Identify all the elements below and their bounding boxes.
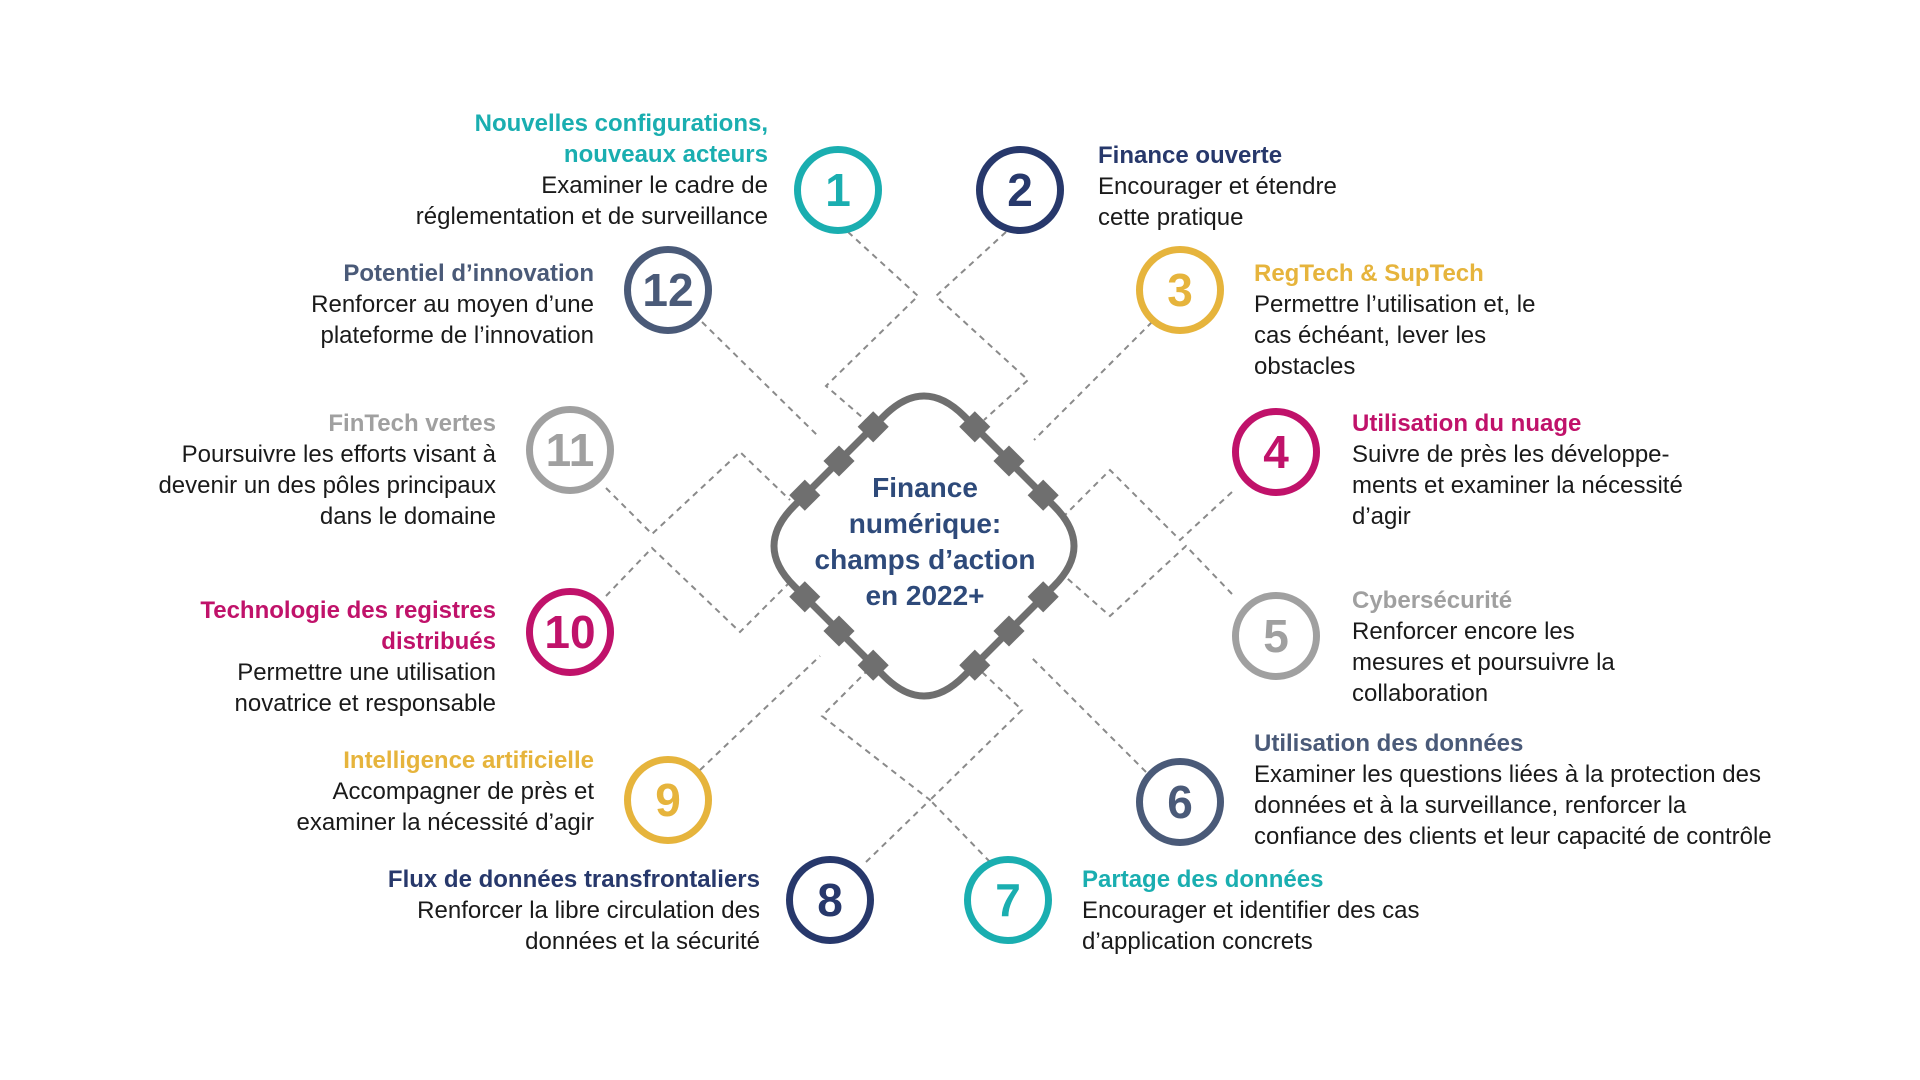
node-description: Renforcer encore les (1352, 618, 1575, 645)
node-number-circle-6: 6 (1136, 758, 1224, 846)
node-title: Utilisation du nuage (1352, 410, 1582, 437)
center-label-line: en 2022+ (865, 580, 985, 611)
node-description: devenir un des pôles principaux (158, 472, 496, 499)
node-description: mesures et poursuivre la (1352, 649, 1615, 676)
node-title: distribués (381, 628, 496, 655)
node-description: Permettre l’utilisation et, le (1254, 291, 1536, 318)
node-number-circle-12: 12 (624, 246, 712, 334)
hub-pin-6 (1027, 479, 1059, 511)
node-description: novatrice et responsable (234, 690, 497, 717)
node-number-circle-9: 9 (624, 756, 712, 844)
connector-line-10 (605, 546, 791, 634)
hub-pin-4 (959, 411, 991, 443)
node-description: ments et examiner la nécessité (1352, 472, 1683, 499)
connector-line-4 (1059, 468, 1233, 542)
node-description: confiance des clients et leur capacité d… (1254, 823, 1772, 850)
connector-line-1 (824, 231, 920, 425)
node-title: Partage des données (1082, 866, 1324, 893)
connector-line-11 (605, 450, 791, 536)
connector-line-8 (820, 671, 932, 863)
node-title: Intelligence artificielle (343, 747, 594, 774)
node-title: Flux de données transfrontaliers (387, 866, 760, 893)
node-description: réglementation et de surveillance (415, 203, 768, 230)
node-description: Poursuivre les efforts visant à (181, 441, 496, 468)
node-number-circle-7: 7 (964, 856, 1052, 944)
node-description: plateforme de l’innovation (320, 322, 594, 349)
node-description: cas échéant, lever les (1254, 322, 1487, 349)
hub-pin-3 (789, 479, 821, 511)
connector-line-9 (699, 655, 821, 771)
hub-pin-1 (857, 411, 889, 443)
node-description: Examiner le cadre de (541, 172, 768, 199)
node-description: données et la sécurité (525, 928, 760, 955)
node-description: Accompagner de près et (332, 778, 594, 805)
node-description: Encourager et étendre (1098, 173, 1337, 200)
node-description: obstacles (1254, 353, 1356, 380)
hub-pin-2 (823, 445, 855, 477)
node-text-block-1: Nouvelles configurations, nouveaux acteur… (248, 108, 768, 232)
node-title: Finance ouverte (1098, 142, 1283, 169)
node-title: RegTech & SupTech (1254, 260, 1484, 287)
connector-line-6 (1029, 655, 1147, 773)
node-title: Nouvelles configurations, (474, 110, 768, 137)
node-description: Renforcer au moyen d’une (311, 291, 594, 318)
hub-diamond (770, 392, 1078, 700)
node-description: d’application concrets (1082, 928, 1313, 955)
node-description: Permettre une utilisation (237, 659, 496, 686)
node-title: Potentiel d’innovation (343, 260, 594, 287)
node-description: dans le domaine (319, 503, 496, 530)
hub-pin-5 (993, 445, 1025, 477)
node-number-circle-2: 2 (976, 146, 1064, 234)
connector-line-3 (1033, 321, 1153, 441)
node-title: nouveaux acteurs (563, 141, 768, 168)
node-description: Renforcer la libre circulation des (417, 897, 760, 924)
node-description: Examiner les questions liées à la protec… (1254, 761, 1761, 788)
node-description: collaboration (1352, 680, 1489, 707)
node-description: Suivre de près les développe- (1352, 441, 1670, 468)
node-number-circle-5: 5 (1232, 592, 1320, 680)
node-number-circle-11: 11 (526, 406, 614, 494)
node-number-circle-8: 8 (786, 856, 874, 944)
node-description: Encourager et identifier des cas (1082, 897, 1420, 924)
node-title: Utilisation des données (1254, 730, 1524, 757)
node-description: d’agir (1352, 503, 1411, 530)
center-label-line: Finance (872, 472, 978, 503)
connector-line-12 (701, 321, 819, 437)
center-label-line: champs d’action (814, 544, 1036, 575)
node-number-circle-3: 3 (1136, 246, 1224, 334)
connector-line-2 (934, 231, 1030, 421)
center-label: Finance numérique: champs d’action en 2022+ (800, 470, 1050, 614)
node-number-circle-10: 10 (526, 588, 614, 676)
node-description: données et à la surveillance, renforcer … (1254, 792, 1687, 819)
node-description: cette pratique (1098, 204, 1244, 231)
node-title: Cybersécurité (1352, 587, 1513, 614)
connector-line-7 (928, 671, 1024, 863)
node-description: examiner la nécessité d’agir (296, 809, 594, 836)
connector-line-5 (1059, 544, 1233, 618)
node-title: FinTech vertes (328, 410, 496, 437)
center-label-line: numérique: (848, 508, 1002, 539)
node-title: Technologie des registres (200, 597, 496, 624)
node-number-circle-4: 4 (1232, 408, 1320, 496)
node-number-circle-1: 1 (794, 146, 882, 234)
